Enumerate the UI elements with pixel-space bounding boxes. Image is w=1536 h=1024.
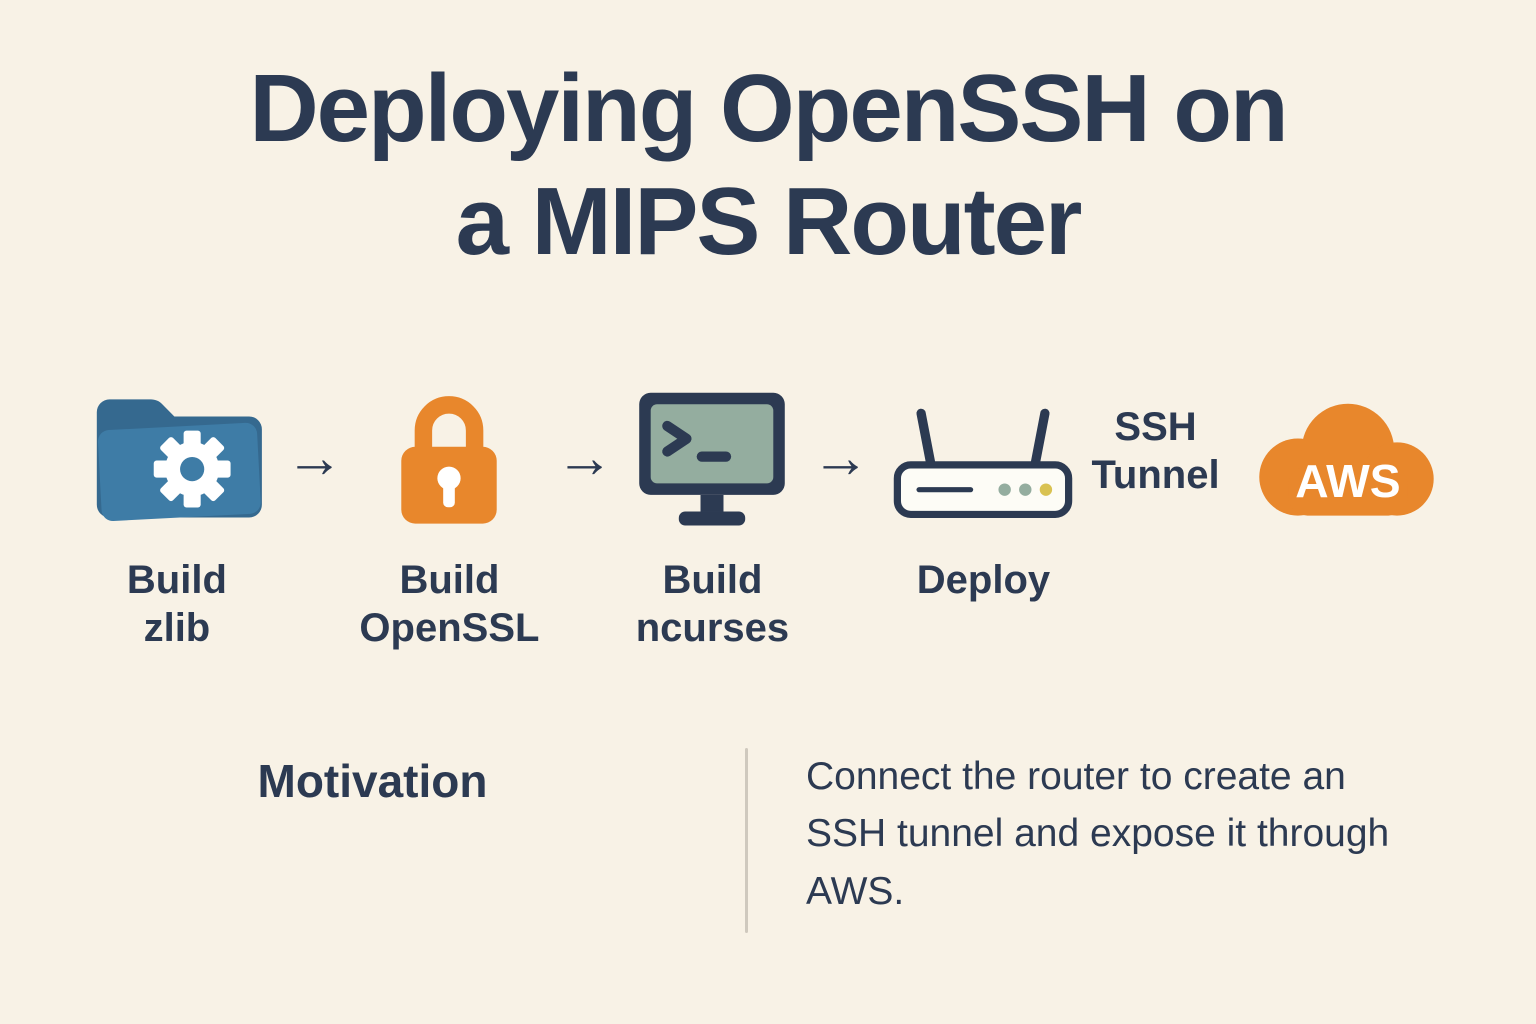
ssh-tunnel-label: SSH Tunnel xyxy=(1091,404,1220,497)
vertical-divider xyxy=(745,747,748,933)
aws-cloud: AWS xyxy=(1240,357,1452,532)
step-label-deploy: Deploy xyxy=(916,557,1051,602)
folder-gear-icon xyxy=(84,357,269,532)
arrow-icon: → xyxy=(555,424,614,490)
arrow-icon: → xyxy=(285,424,344,490)
motivation-text: Connect the router to create an SSH tunn… xyxy=(806,754,1390,913)
arrow-icon: → xyxy=(811,424,870,490)
step-build-openssl: Build OpenSSL xyxy=(359,357,539,652)
step-label-build-zlib: Build zlib xyxy=(126,557,227,650)
step-build-ncurses: Build ncurses xyxy=(629,357,795,652)
motivation-section: Motivation Connect the router to create … xyxy=(0,747,1536,933)
padlock-icon xyxy=(385,357,513,532)
step-build-zlib: Build zlib xyxy=(84,357,269,652)
page-title-line1: Deploying OpenSSH on xyxy=(249,55,1288,162)
step-label-build-ncurses: Build ncurses xyxy=(635,557,790,650)
page-title: Deploying OpenSSH on a MIPS Router xyxy=(0,52,1536,279)
aws-cloud-icon: AWS xyxy=(1240,357,1452,532)
step-deploy: Deploy xyxy=(885,357,1081,604)
motivation-heading-column: Motivation xyxy=(0,748,745,808)
terminal-icon xyxy=(629,357,795,532)
page-title-line2: a MIPS Router xyxy=(455,168,1083,276)
pipeline-flow: Build zlib → Build OpenSSL → xyxy=(0,357,1536,652)
step-label-build-openssl: Build OpenSSL xyxy=(359,557,540,650)
motivation-heading: Motivation xyxy=(257,754,488,807)
aws-cloud-label: AWS xyxy=(1295,455,1400,507)
router-icon xyxy=(885,357,1081,532)
